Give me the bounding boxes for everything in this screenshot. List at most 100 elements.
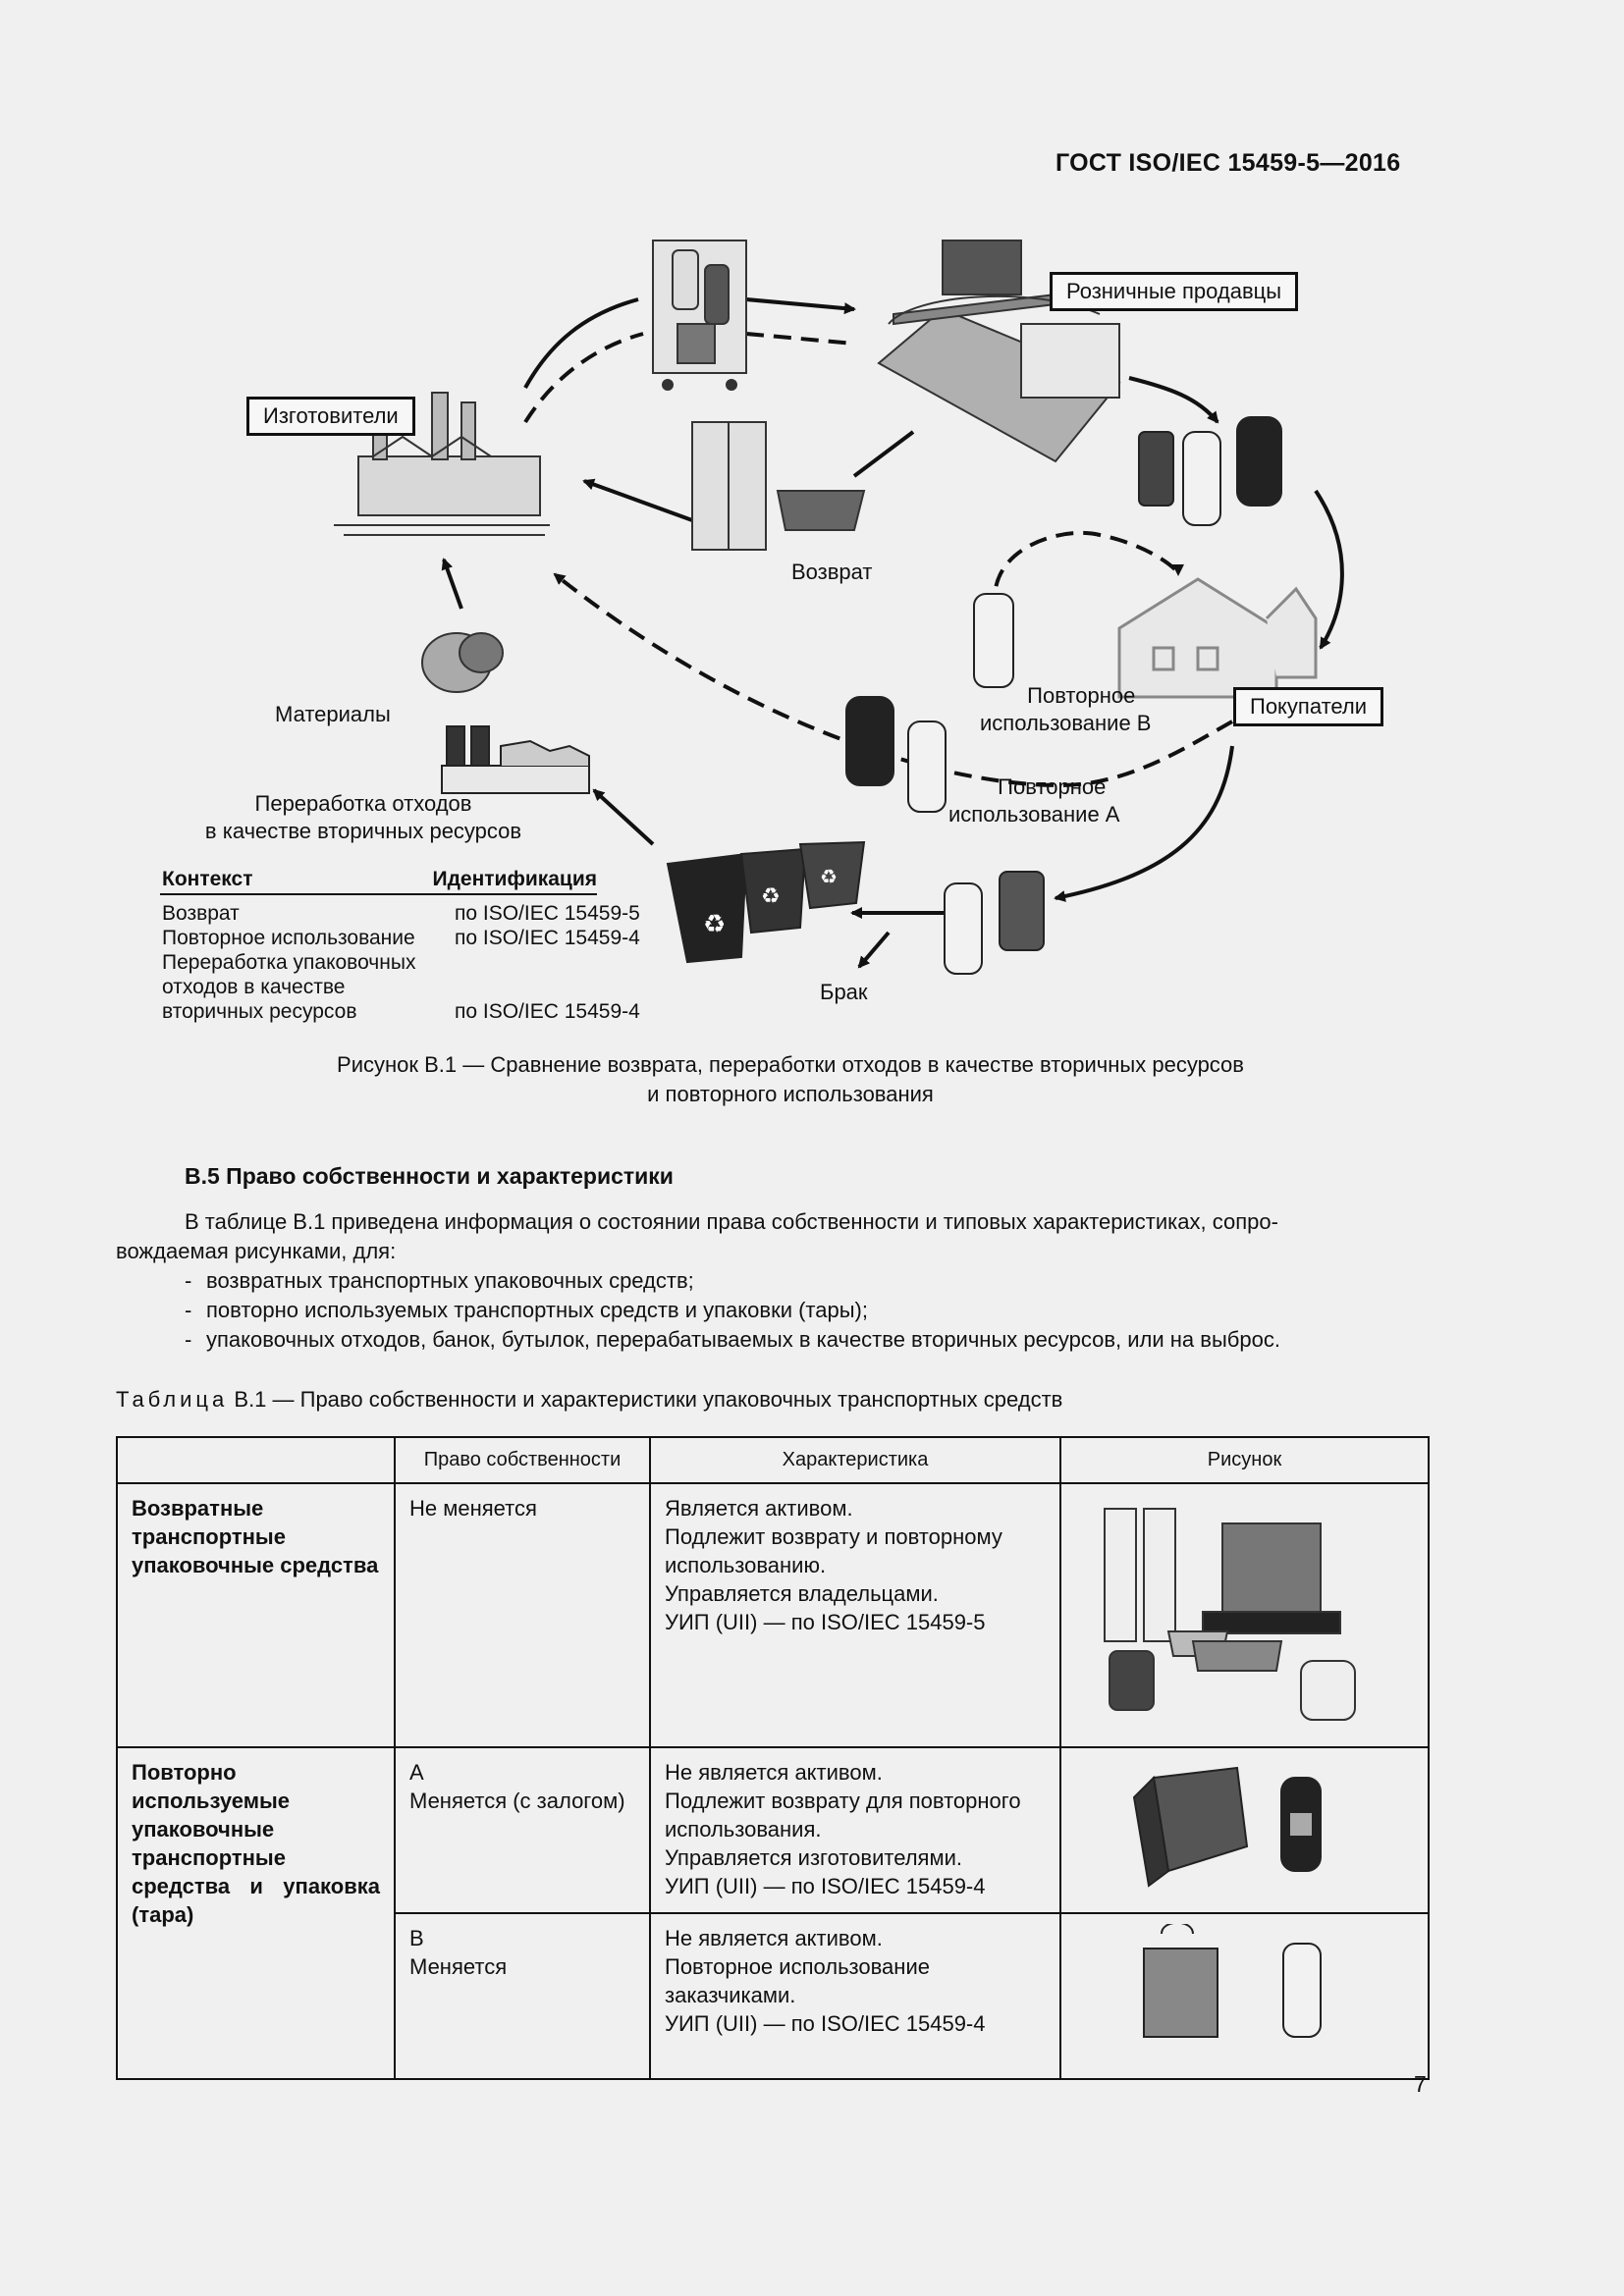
recycling-label-line1: Переработка отходов [254, 791, 472, 816]
reuse-a-line1: Повторное [998, 774, 1107, 799]
context-table-header: Контекст Идентификация [160, 867, 597, 895]
paragraph-line2: вождаемая рисунками, для: [116, 1239, 397, 1263]
return-label: Возврат [791, 560, 873, 584]
customers-label: Покупатели [1233, 687, 1384, 726]
paragraph-line1: В таблице B.1 приведена информация о сос… [185, 1209, 1278, 1234]
section-title: B.5 Право собственности и характеристики [185, 1163, 674, 1189]
retailers-label: Розничные продавцы [1050, 272, 1299, 311]
characteristic-line: Не является активом. [665, 1926, 883, 1950]
picture-cell [1059, 1746, 1430, 1914]
list-item: упаковочных отходов, банок, бутылок, пер… [116, 1325, 1432, 1355]
characteristic-line: Повторное использование заказчиками. [665, 1954, 930, 2007]
option-letter: B [409, 1926, 424, 1950]
ownership-cell: A Меняется (с залогом) [394, 1746, 651, 1914]
crate-bottle-picture [1132, 1766, 1322, 1888]
characteristic-line: УИП (UII) — по ISO/IEC 15459-4 [665, 2011, 986, 2036]
bottles-reuse-a-icon [845, 696, 947, 813]
materials-label: Материалы [275, 702, 391, 726]
figure-caption-line1: Рисунок B.1 — Сравнение возврата, перера… [337, 1052, 1244, 1077]
figure-b1: ♻ ♻ ♻ [334, 240, 1344, 975]
store-icon [877, 240, 1121, 463]
characteristic-line: Управляется владельцами. [665, 1581, 939, 1606]
characteristic-line: Подлежит возврату и повторному использов… [665, 1524, 1002, 1577]
reuse-b-line1: Повторное [1027, 683, 1136, 708]
context-row: вторичных ресурсов по ISO/IEC 15459-4 [160, 999, 651, 1024]
context-cell: вторичных ресурсов [162, 1000, 357, 1023]
bottles-cans-icon [1138, 416, 1282, 526]
context-table: Контекст Идентификация Возврат по ISO/IE… [160, 867, 651, 1024]
returnable-packaging-picture [1104, 1508, 1356, 1721]
table-row: Возвратные транспортные упаковочные сред… [116, 1482, 1430, 1748]
bottle-reuse-b-icon [973, 593, 1014, 688]
header-cell: Право собственности [394, 1436, 651, 1484]
picture-cell [1059, 1912, 1430, 2080]
row-head: Повторно используемые упаковочные трансп… [116, 1746, 396, 2080]
identification-cell: по ISO/IEC 15459-4 [455, 1000, 640, 1023]
flow-arrows [441, 297, 1344, 969]
header-cell: Характеристика [649, 1436, 1061, 1484]
list-item: повторно используемых транспортных средс… [116, 1296, 1432, 1325]
identification-col-header: Идентификация [432, 868, 597, 890]
trolley-bottles-icon [652, 240, 747, 391]
figure-caption: Рисунок B.1 — Сравнение возврата, перера… [0, 1050, 1581, 1109]
ownership-text: Меняется [409, 1954, 508, 1979]
svg-text:♻: ♻ [761, 883, 781, 908]
row-head: Возвратные транспортные упаковочные сред… [116, 1482, 396, 1748]
context-cell: Возврат [162, 902, 240, 925]
reuse-a-label: Повторное использование A [948, 774, 1119, 828]
context-col-header: Контекст [162, 868, 253, 890]
recycling-plant-icon [441, 725, 590, 794]
option-letter: A [409, 1760, 424, 1785]
picture-cell [1059, 1482, 1430, 1748]
context-row: отходов в качестве [160, 975, 651, 999]
factory-icon [334, 392, 550, 536]
page-number: 7 [1414, 2071, 1427, 2097]
header-cell: Рисунок [1059, 1436, 1430, 1484]
characteristic-line: Управляется изготовителями. [665, 1845, 962, 1870]
characteristic-line: Подлежит возврату для повторного использ… [665, 1789, 1021, 1842]
context-cell: Переработка упаковочных [162, 951, 416, 974]
recycling-label-line2: в качестве вторичных ресурсов [204, 819, 522, 843]
ownership-text: Меняется (с залогом) [409, 1789, 625, 1813]
table-row: B Меняется Не является активом. Повторно… [117, 1912, 1430, 2080]
reuse-b-line2: использование B [980, 711, 1152, 735]
manufacturers-label: Изготовители [246, 397, 415, 436]
scrap-label: Брак [820, 980, 868, 1004]
reuse-b-label: Повторное использование B [980, 682, 1151, 737]
list-item: возвратных транспортных упаковочных сред… [116, 1266, 1432, 1296]
house-icon [1117, 577, 1318, 699]
header-cell [116, 1436, 396, 1484]
characteristic-cell: Не является активом. Повторное использов… [649, 1912, 1061, 2080]
svg-text:♻: ♻ [703, 909, 726, 938]
section-paragraph: В таблице B.1 приведена информация о сос… [116, 1207, 1432, 1355]
recycle-bins-icon: ♻ ♻ ♻ [666, 840, 866, 964]
characteristic-cell: Является активом. Подлежит возврату и по… [649, 1482, 1061, 1748]
materials-icon [421, 632, 504, 693]
characteristic-cell: Не является активом. Подлежит возврату д… [649, 1746, 1061, 1914]
bottle-can-scrap-icon [944, 871, 1045, 975]
table-title: Таблица B.1 — Право собственности и хара… [116, 1387, 1062, 1413]
ownership-cell: B Меняется [394, 1912, 651, 2080]
identification-cell: по ISO/IEC 15459-5 [455, 902, 640, 925]
bag-bottle-picture [1143, 1921, 1322, 2038]
table-title-text: B.1 — Право собственности и характеристи… [234, 1387, 1063, 1412]
context-row: Переработка упаковочных [160, 950, 651, 975]
context-cell: Повторное использование [162, 927, 415, 949]
characteristic-line: УИП (UII) — по ISO/IEC 15459-5 [665, 1610, 986, 1634]
crate-trolley-icon [691, 421, 866, 551]
ownership-table: Право собственности Характеристика Рисун… [116, 1436, 1430, 2080]
table-header-row: Право собственности Характеристика Рисун… [116, 1436, 1430, 1484]
characteristic-line: Является активом. [665, 1496, 853, 1521]
recycling-label: Переработка отходов в качестве вторичных… [187, 790, 540, 845]
context-cell: отходов в качестве [162, 976, 346, 998]
svg-text:♻: ♻ [820, 867, 838, 888]
characteristic-line: УИП (UII) — по ISO/IEC 15459-4 [665, 1874, 986, 1898]
ownership-cell: Не меняется [394, 1482, 651, 1748]
table-title-prefix: Таблица [116, 1387, 229, 1412]
table-row: Повторно используемые упаковочные трансп… [116, 1746, 1430, 2080]
identification-cell: по ISO/IEC 15459-4 [455, 927, 640, 949]
figure-caption-line2: и повторного использования [647, 1082, 934, 1106]
characteristic-line: Не является активом. [665, 1760, 883, 1785]
document-header: ГОСТ ISO/IEC 15459-5—2016 [1056, 149, 1401, 177]
context-row: Повторное использование по ISO/IEC 15459… [160, 926, 651, 950]
